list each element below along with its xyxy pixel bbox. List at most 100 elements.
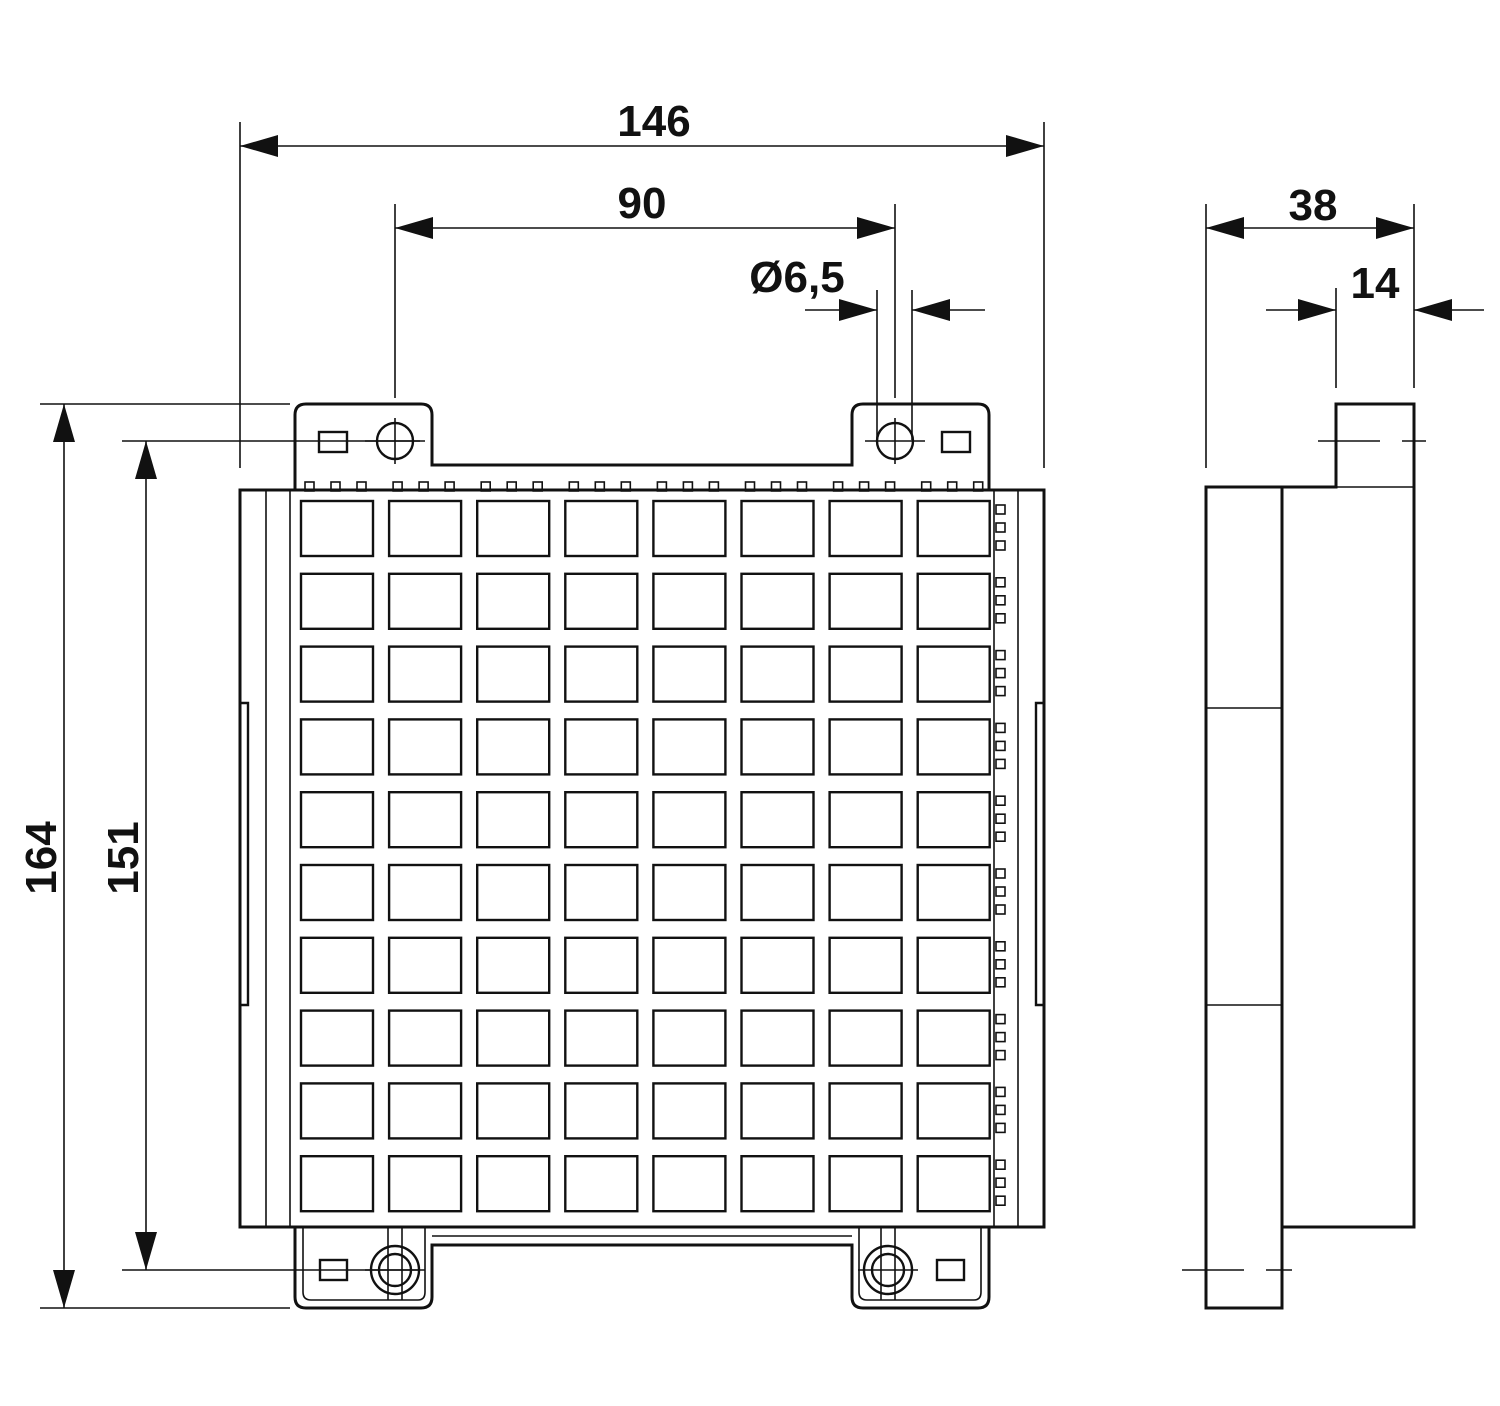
contact-square (995, 1104, 1006, 1116)
contact-square (995, 1122, 1006, 1134)
contact-square (884, 481, 896, 492)
label-depth: 38 (1289, 181, 1338, 230)
front-view (238, 402, 1046, 1310)
marker-field (564, 499, 639, 558)
marker-field (652, 936, 727, 994)
marker-field (564, 936, 639, 994)
contact-square (858, 481, 870, 492)
marker-field (299, 718, 375, 776)
contact-square (656, 481, 668, 492)
contact-square (995, 1159, 1006, 1170)
marker-field (828, 572, 903, 630)
marker-field (740, 791, 815, 849)
marker-field (916, 791, 991, 849)
marker-field (740, 1154, 815, 1213)
dimension-flange-depth: 14 (1266, 259, 1484, 388)
contact-square (568, 481, 580, 492)
marker-field (652, 572, 727, 630)
marker-field (652, 1009, 727, 1067)
marker-field (299, 645, 375, 703)
marker-field (387, 718, 463, 776)
dimension-hole-spacing: 90 (394, 179, 896, 398)
marker-field (916, 572, 991, 630)
top-flange (293, 402, 991, 490)
contact-square (995, 612, 1006, 624)
dimension-hole-height: 151 (99, 440, 420, 1271)
label-hole-height: 151 (99, 821, 148, 894)
contact-square (708, 481, 720, 492)
contact-square (995, 868, 1006, 879)
contact-square (594, 481, 606, 492)
contact-square (995, 1049, 1006, 1061)
contact-square (995, 685, 1006, 697)
contact-square (995, 594, 1006, 606)
marker-field (652, 718, 727, 776)
main-body (238, 488, 1046, 1229)
marker-field (387, 1009, 463, 1067)
marker-field (387, 499, 463, 558)
contact-square (304, 481, 315, 492)
contact-square (995, 940, 1006, 952)
marker-field (828, 645, 903, 703)
marker-grid (299, 481, 1006, 1213)
contact-square (995, 1013, 1006, 1025)
contact-square (995, 649, 1006, 661)
marker-field (740, 863, 815, 922)
marker-field (828, 863, 903, 922)
contact-square (995, 795, 1006, 807)
marker-field (916, 1009, 991, 1067)
marker-field (299, 572, 375, 630)
marker-field (476, 863, 551, 922)
marker-field (652, 1082, 727, 1140)
marker-field (476, 1154, 551, 1213)
contact-square (832, 481, 844, 492)
contact-square (744, 481, 756, 492)
contact-square (418, 481, 429, 492)
contact-square (796, 481, 808, 492)
marker-field (564, 1154, 639, 1213)
marker-field (828, 1154, 903, 1213)
flange-slot (317, 430, 349, 454)
contact-square (330, 481, 341, 492)
marker-field (916, 645, 991, 703)
contact-square (995, 740, 1006, 752)
contact-square (995, 1086, 1006, 1098)
marker-field (916, 1082, 991, 1140)
label-hole-diameter: Ø6,5 (749, 253, 844, 302)
label-overall-height: 164 (17, 821, 66, 895)
contact-square (444, 481, 455, 492)
contact-square (682, 481, 694, 492)
contact-square (995, 758, 1006, 770)
contact-square (532, 481, 544, 492)
marker-field (828, 936, 903, 994)
marker-field (916, 499, 991, 558)
marker-field (564, 791, 639, 849)
contact-square (995, 667, 1006, 679)
contact-square (995, 886, 1006, 897)
marker-field (916, 718, 991, 776)
marker-field (387, 645, 463, 703)
marker-field (476, 791, 551, 849)
contact-square (920, 481, 932, 492)
contact-square (995, 976, 1006, 988)
marker-field (299, 1154, 375, 1213)
mounting-hole-top-left (365, 418, 425, 464)
marker-field (299, 499, 375, 558)
marker-field (740, 1009, 815, 1067)
marker-field (299, 791, 375, 849)
flange-slot (940, 430, 972, 454)
contact-square (995, 904, 1006, 915)
contact-square (995, 1031, 1006, 1043)
contact-square (392, 481, 403, 492)
contact-square (995, 958, 1006, 970)
flange-slot (318, 1258, 349, 1282)
marker-field (387, 863, 463, 922)
marker-field (299, 1082, 375, 1140)
contact-square (995, 1195, 1006, 1206)
marker-field (828, 791, 903, 849)
marker-field (740, 936, 815, 994)
mounting-hole-top-right (865, 418, 925, 464)
marker-field (476, 1082, 551, 1140)
marker-field (740, 499, 815, 558)
